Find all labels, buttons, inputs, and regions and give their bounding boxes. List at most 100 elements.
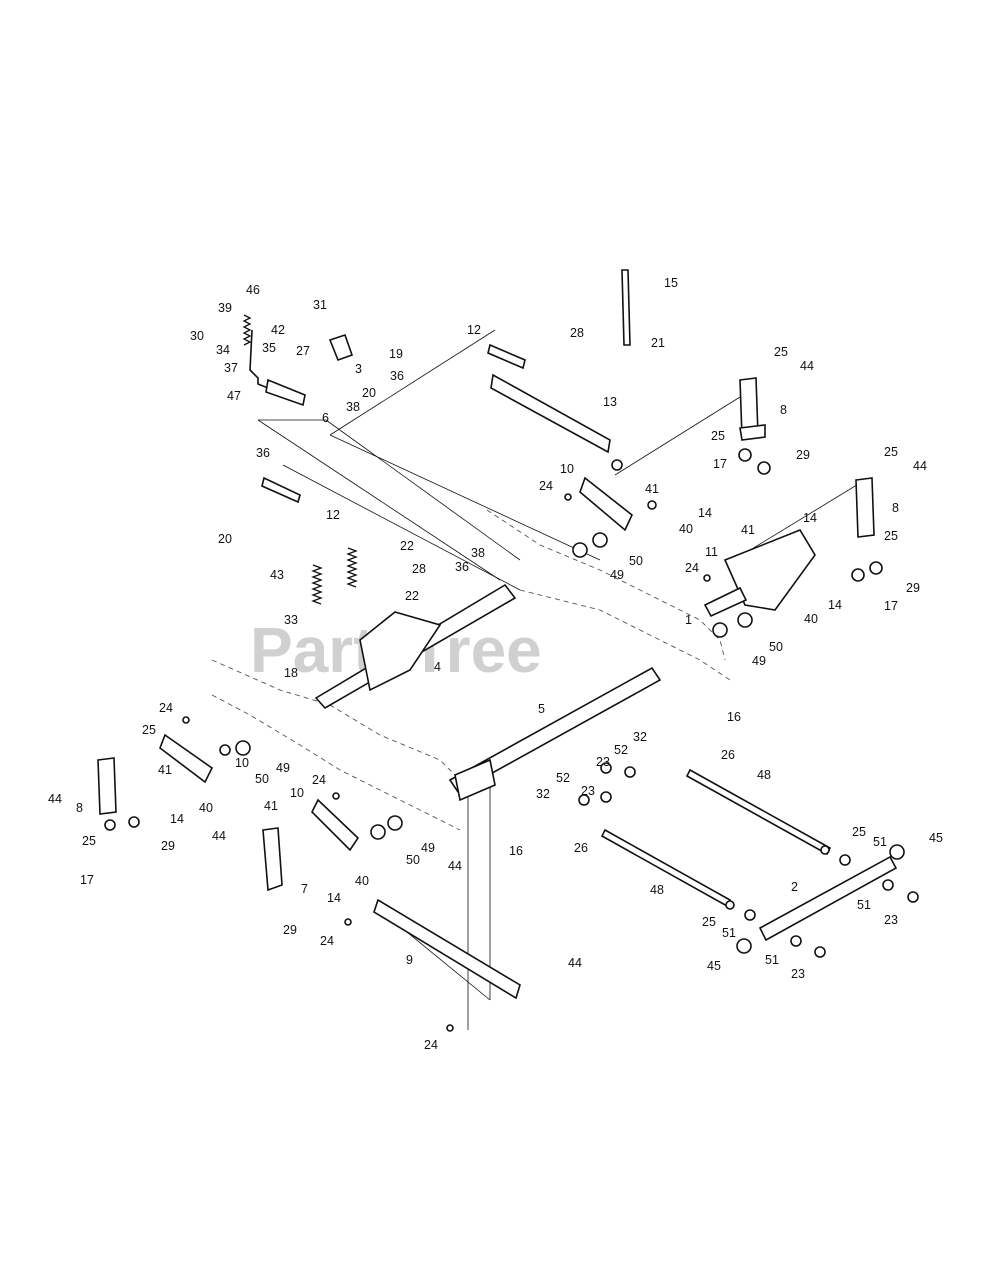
callout-40a: 40 (679, 522, 693, 536)
callout-5: 5 (538, 702, 545, 716)
callout-29a: 29 (796, 448, 810, 462)
callout-14b: 14 (803, 511, 817, 525)
callout-25g: 25 (852, 825, 866, 839)
callout-10c: 10 (290, 786, 304, 800)
callout-50c: 50 (255, 772, 269, 786)
callout-48b: 48 (650, 883, 664, 897)
callout-18: 18 (284, 666, 298, 680)
callout-34: 34 (216, 343, 230, 357)
callout-44b: 44 (913, 459, 927, 473)
callout-37: 37 (224, 361, 238, 375)
callout-27: 27 (296, 344, 310, 358)
callout-11: 11 (705, 545, 718, 559)
callout-51a: 51 (873, 835, 887, 849)
callout-10a: 10 (560, 462, 574, 476)
callout-50d: 50 (406, 853, 420, 867)
springs (242, 314, 358, 605)
callout-23b: 23 (581, 784, 595, 798)
callout-13: 13 (603, 395, 617, 409)
callout-22a: 22 (400, 539, 414, 553)
callout-20b: 20 (218, 532, 232, 546)
callout-14a: 14 (698, 506, 712, 520)
callout-17a: 17 (713, 457, 727, 471)
callout-14d: 14 (170, 812, 184, 826)
callout-49d: 49 (421, 841, 435, 855)
callout-24f: 24 (424, 1038, 438, 1052)
callout-52a: 52 (614, 743, 628, 757)
callout-25b: 25 (711, 429, 725, 443)
callout-25f: 25 (82, 834, 96, 848)
callout-36a: 36 (390, 369, 404, 383)
callout-8c: 8 (76, 801, 83, 815)
callout-23d: 23 (791, 967, 805, 981)
callout-26a: 26 (721, 748, 735, 762)
callout-19: 19 (389, 347, 403, 361)
callout-8b: 8 (892, 501, 899, 515)
callout-24b: 24 (685, 561, 699, 575)
callout-44c: 44 (48, 792, 62, 806)
callout-44e: 44 (448, 859, 462, 873)
callout-25e: 25 (142, 723, 156, 737)
callout-6: 6 (322, 411, 329, 425)
callout-42: 42 (271, 323, 285, 337)
callout-24e: 24 (320, 934, 334, 948)
callout-25c: 25 (884, 445, 898, 459)
callout-51b: 51 (857, 898, 871, 912)
callout-44a: 44 (800, 359, 814, 373)
callout-25h: 25 (702, 915, 716, 929)
callout-50b: 50 (769, 640, 783, 654)
callout-10b: 10 (235, 756, 249, 770)
callout-28b: 28 (412, 562, 426, 576)
callout-29c: 29 (161, 839, 175, 853)
callout-36b: 36 (256, 446, 270, 460)
callout-44d: 44 (212, 829, 226, 843)
callout-14e: 14 (327, 891, 341, 905)
callout-15: 15 (664, 276, 678, 290)
callout-40d: 40 (355, 874, 369, 888)
callout-29b: 29 (906, 581, 920, 595)
deck-outline-dashed (211, 509, 731, 831)
callout-45a: 45 (929, 831, 943, 845)
callout-2: 2 (791, 880, 798, 894)
callout-40b: 40 (804, 612, 818, 626)
callout-39: 39 (218, 301, 232, 315)
callout-24c: 24 (159, 701, 173, 715)
callout-25a: 25 (774, 345, 788, 359)
callout-45b: 45 (707, 959, 721, 973)
callout-44f: 44 (568, 956, 582, 970)
callout-8a: 8 (780, 403, 787, 417)
callout-50a: 50 (629, 554, 643, 568)
callout-29d: 29 (283, 923, 297, 937)
callout-49a: 49 (610, 568, 624, 582)
callout-23a: 23 (596, 755, 610, 769)
callout-32b: 32 (536, 787, 550, 801)
callout-31: 31 (313, 298, 327, 312)
callout-4: 4 (434, 660, 441, 674)
callout-52b: 52 (556, 771, 570, 785)
callout-23c: 23 (884, 913, 898, 927)
callout-24d: 24 (312, 773, 326, 787)
callout-43: 43 (270, 568, 284, 582)
callout-17b: 17 (884, 599, 898, 613)
callout-51d: 51 (765, 953, 779, 967)
callout-48a: 48 (757, 768, 771, 782)
callout-25d: 25 (884, 529, 898, 543)
callout-32a: 32 (633, 730, 647, 744)
callout-51c: 51 (722, 926, 736, 940)
callout-21: 21 (651, 336, 665, 350)
callout-9: 9 (406, 953, 413, 967)
callout-41b: 41 (741, 523, 755, 537)
callout-17c: 17 (80, 873, 94, 887)
hardware (104, 448, 919, 1032)
callout-40c: 40 (199, 801, 213, 815)
callout-41c: 41 (158, 763, 172, 777)
reference-lines (257, 329, 866, 1030)
callout-24a: 24 (539, 479, 553, 493)
callout-28a: 28 (570, 326, 584, 340)
callout-12b: 12 (326, 508, 340, 522)
callout-41a: 41 (645, 482, 659, 496)
callout-49c: 49 (276, 761, 290, 775)
